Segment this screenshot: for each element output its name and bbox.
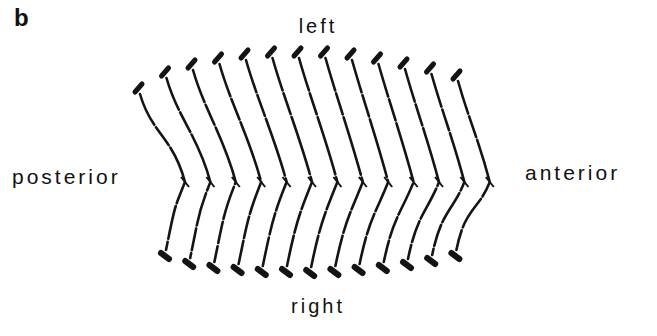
chevron-bottom-cap <box>427 258 435 264</box>
direction-label: left <box>299 16 338 36</box>
chevron-vertex-tick <box>206 177 214 187</box>
chevron-bottom-cap <box>185 261 193 267</box>
chevron-bottom-cap <box>355 267 363 273</box>
chevron <box>451 71 493 259</box>
chevron-top-cap <box>268 48 275 56</box>
chevron <box>162 68 215 267</box>
chevron <box>321 48 367 275</box>
chevron-top-cap <box>162 68 169 76</box>
chevron-vertex-tick <box>308 177 316 187</box>
chevron-top-cap <box>188 60 195 68</box>
chevron-vertex-tick <box>359 177 367 187</box>
direction-label: posterior <box>12 166 121 187</box>
chevron-top-cap <box>321 48 328 56</box>
chevron-top-cap <box>427 64 434 72</box>
direction-label: anterior <box>525 162 620 183</box>
chevron-vertex-tick <box>435 177 443 187</box>
chevron-vertex-tick <box>460 177 468 187</box>
chevron <box>188 60 240 271</box>
panel-letter: b <box>14 6 29 30</box>
chevron-vertex-tick <box>283 177 291 187</box>
chevron-line <box>432 74 465 255</box>
chevron-bottom-cap <box>403 262 411 268</box>
chevron-top-cap <box>294 48 301 56</box>
chevron-line <box>140 94 185 250</box>
chevron-top-cap <box>135 84 142 92</box>
chevron <box>241 50 291 275</box>
chevron-bottom-cap <box>306 270 314 276</box>
chevron-bottom-cap <box>282 269 290 275</box>
chevron <box>215 54 266 273</box>
chevron-line <box>246 60 287 266</box>
chevron-bottom-cap <box>330 269 338 275</box>
chevron-line <box>405 69 439 259</box>
chevron-line <box>326 58 363 266</box>
chevron-line <box>456 81 489 250</box>
chevron-top-cap <box>453 71 460 79</box>
chevron-top-cap <box>374 54 381 62</box>
chevron-vertex-tick <box>333 177 341 187</box>
chevron <box>268 48 317 275</box>
chevron-line <box>379 64 414 262</box>
chevron-bottom-cap <box>161 253 169 259</box>
chevron-line <box>352 60 388 264</box>
chevron-line <box>273 58 313 266</box>
chevron-vertex-tick <box>486 177 494 187</box>
chevron-bottom-cap <box>451 253 459 259</box>
chevron-vertex-tick <box>410 177 418 187</box>
chevron-vertex-tick <box>232 177 240 187</box>
chevron-vertex-tick <box>384 177 392 187</box>
chevron-bottom-cap <box>258 269 266 275</box>
chevron-top-cap <box>400 59 407 67</box>
direction-label: right <box>291 296 345 316</box>
chevron-vertex-tick <box>181 177 189 187</box>
chevron-bottom-cap <box>209 265 217 271</box>
chevron <box>135 84 189 259</box>
chevron-top-cap <box>347 50 354 58</box>
chevron-top-cap <box>215 54 222 62</box>
chevron-line <box>167 78 211 258</box>
chevron <box>294 48 341 276</box>
chevron-bottom-cap <box>379 265 387 271</box>
chevron-line <box>299 58 337 267</box>
chevron-line <box>193 70 236 262</box>
chevron-line <box>220 64 262 264</box>
chevron-bottom-cap <box>234 267 242 273</box>
chevron-vertex-tick <box>257 177 265 187</box>
chevron-top-cap <box>241 50 248 58</box>
